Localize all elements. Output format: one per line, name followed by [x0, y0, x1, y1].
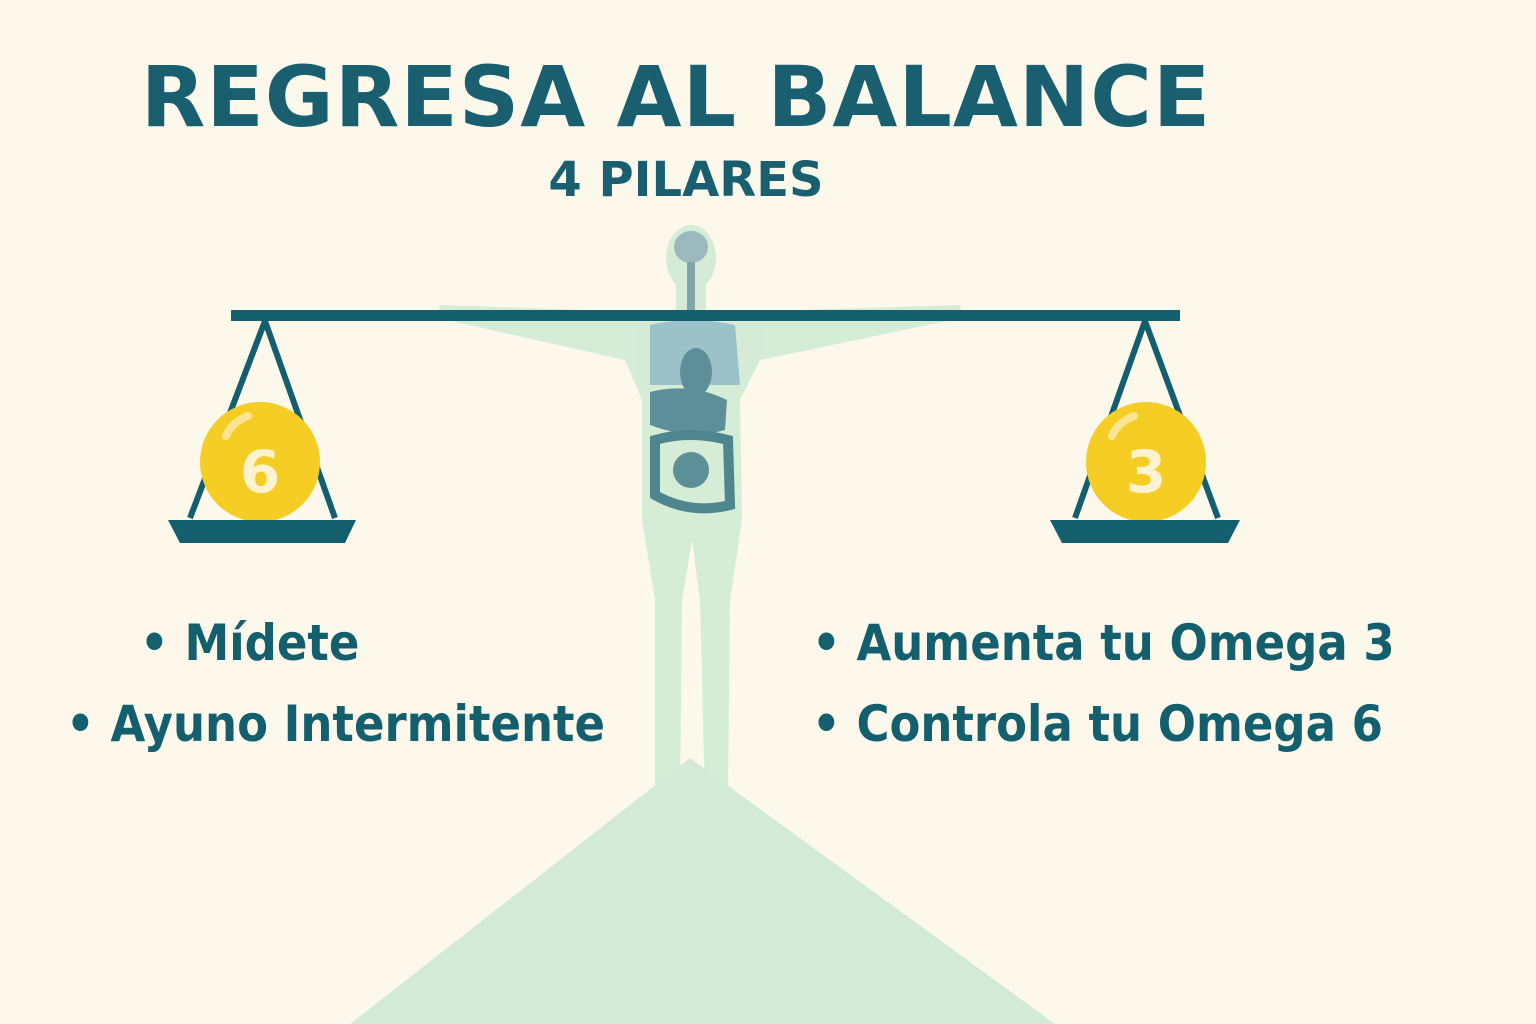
right-pan: 3	[1050, 319, 1240, 543]
organs	[650, 231, 740, 514]
pillar-left-1: Mídete	[140, 614, 359, 672]
pillar-right-2: Controla tu Omega 6	[812, 695, 1383, 753]
page-title: REGRESA AL BALANCE	[140, 48, 1212, 146]
mountain	[350, 758, 1055, 1024]
left-ball-number: 6	[240, 438, 280, 506]
left-pan: 6	[168, 319, 356, 543]
pillar-right-1: Aumenta tu Omega 3	[812, 614, 1394, 672]
scale-beam	[231, 310, 1180, 321]
page-subtitle: 4 PILARES	[548, 152, 824, 208]
right-ball-number: 3	[1126, 438, 1166, 506]
pillar-left-2: Ayuno Intermitente	[66, 695, 605, 753]
